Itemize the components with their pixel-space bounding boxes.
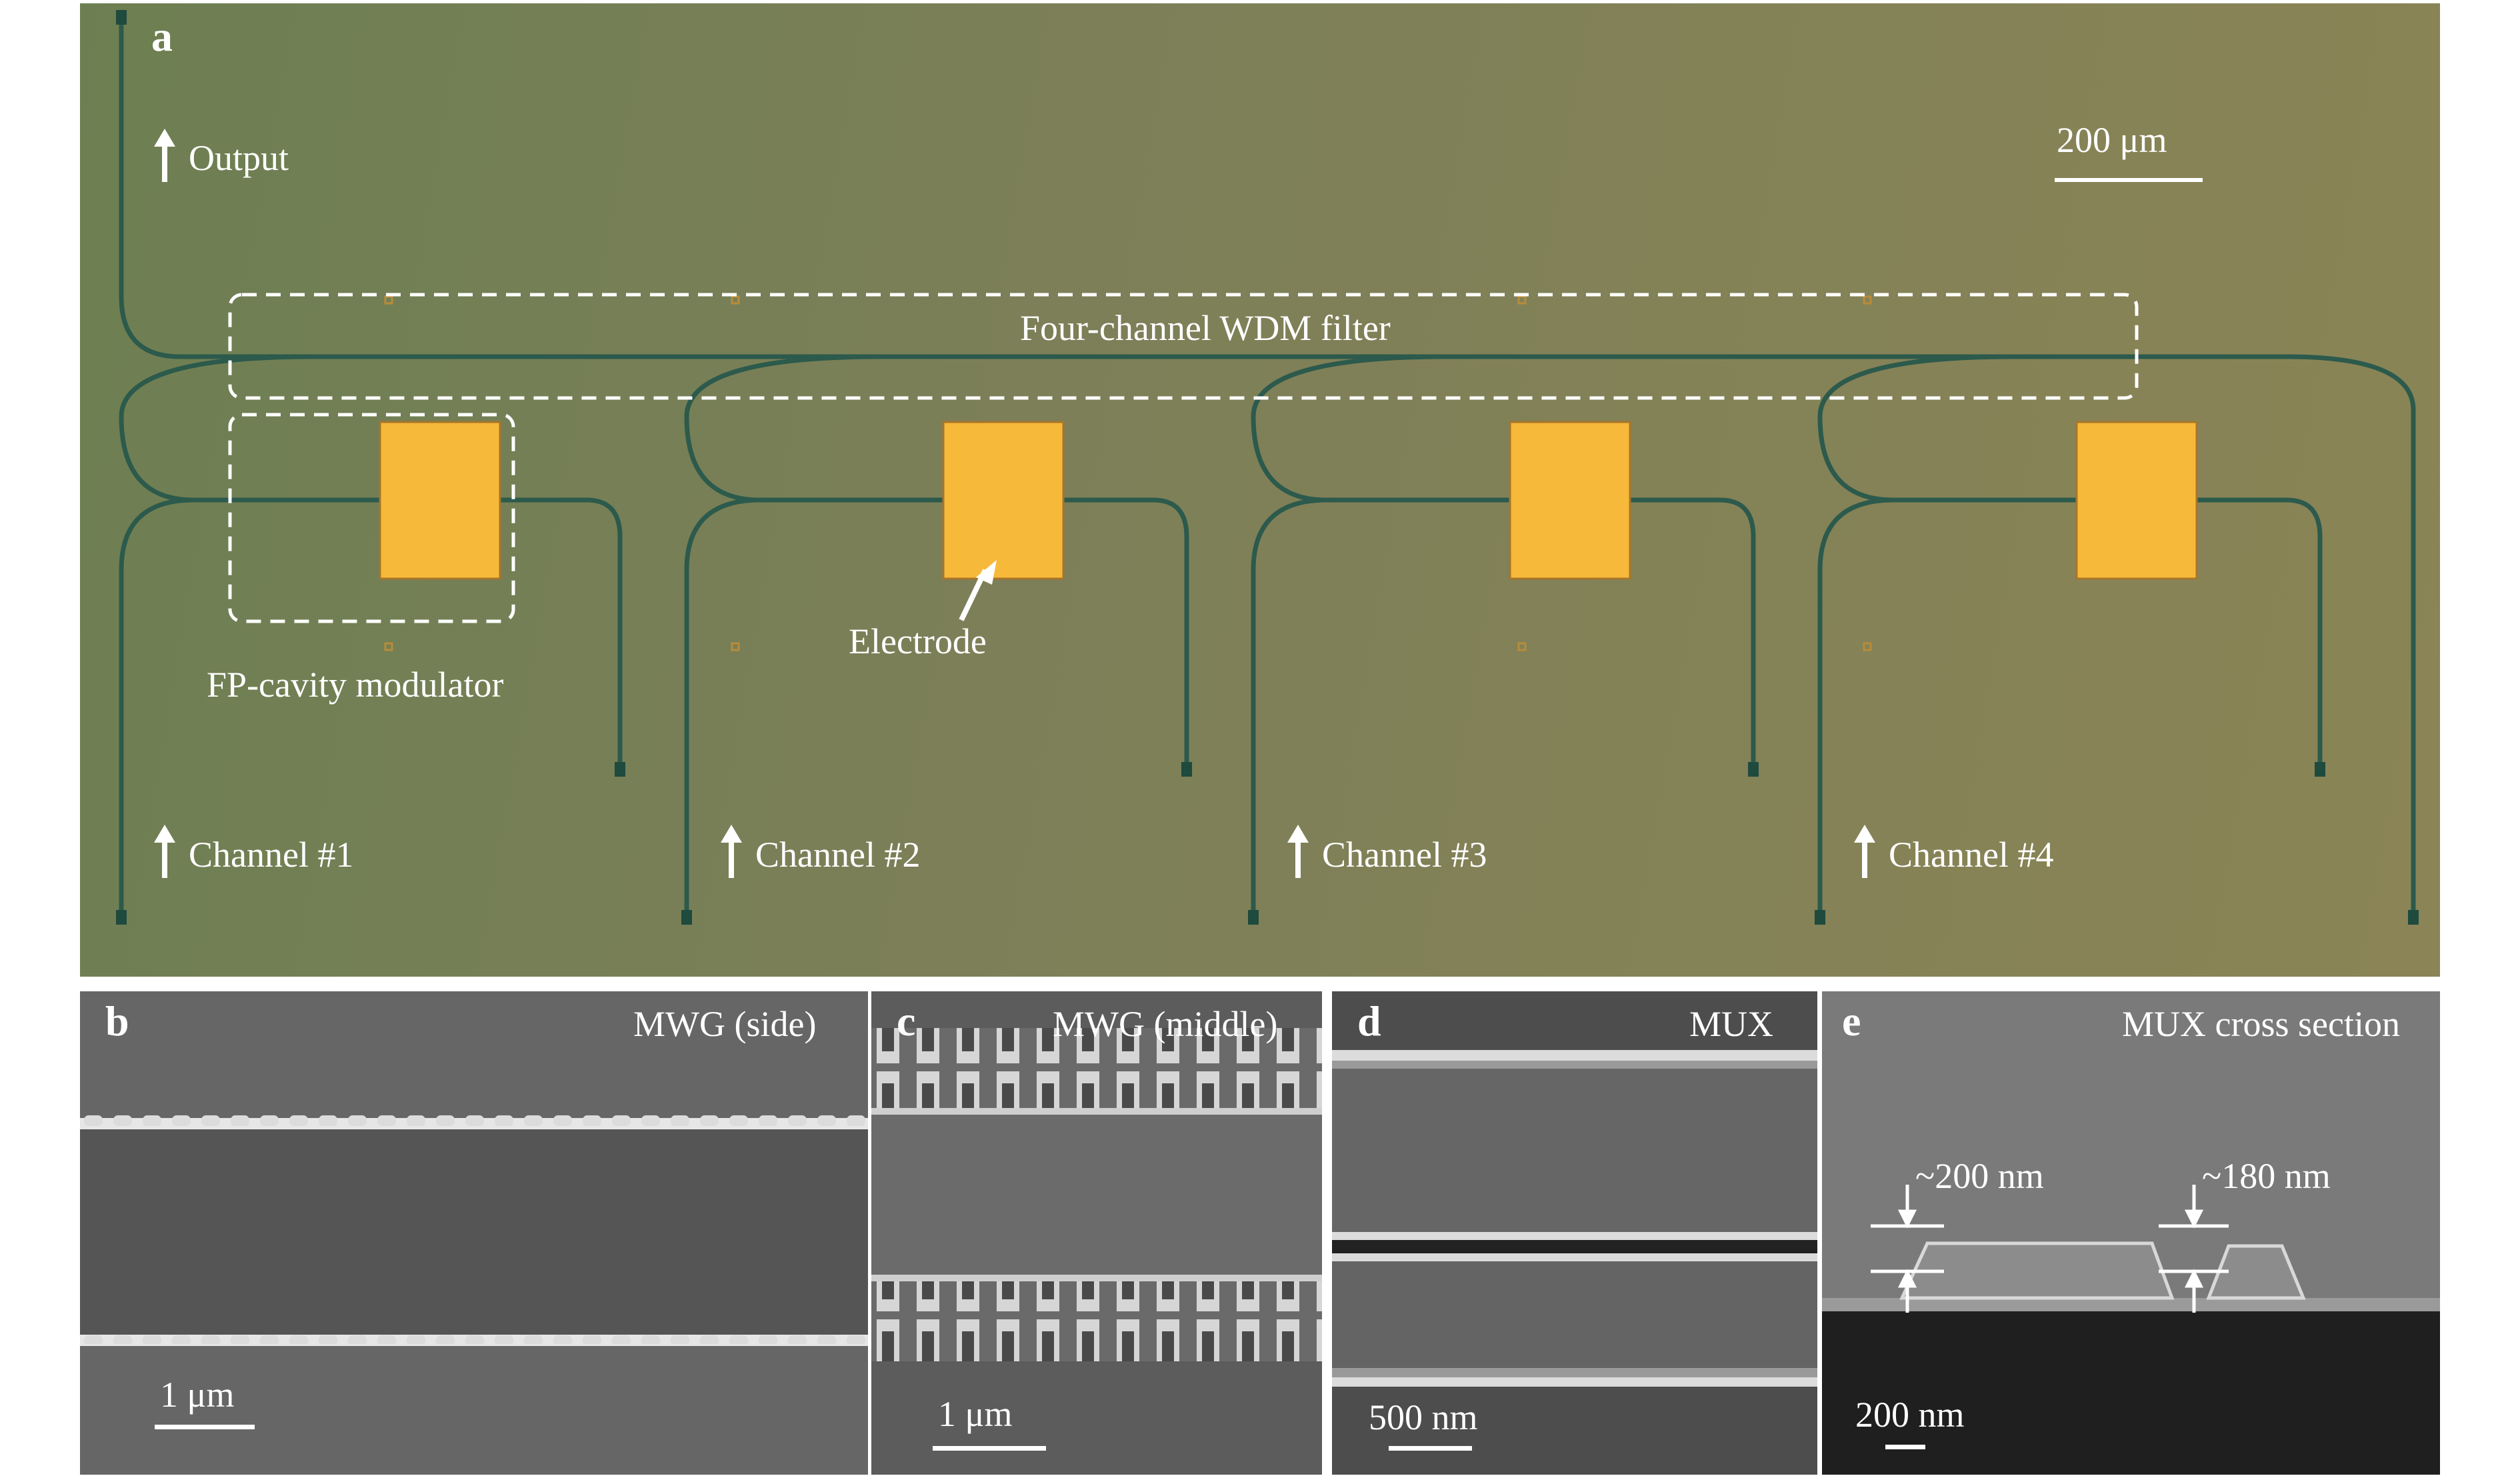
mwg-middle-drawing xyxy=(871,991,1322,1475)
channel-4-input xyxy=(1817,497,1894,923)
panel-d-scale-label: 500 nm xyxy=(1369,1397,1478,1437)
ridge-2 xyxy=(2206,1244,2306,1300)
channel-4-arrow-icon xyxy=(1854,825,1875,878)
output-label: Output xyxy=(189,138,289,178)
panel-c-scale-label: 1 μm xyxy=(938,1394,1013,1434)
panel-a-label: a xyxy=(151,13,173,60)
channel-4-label: Channel #4 xyxy=(1889,835,2054,875)
channel-2-upper-loop xyxy=(684,354,1189,763)
panel-a-chip-micrograph: a Output 200 μm Four-channel WDM filter … xyxy=(80,3,2440,977)
electrode-pads xyxy=(379,421,2198,580)
mux-cross-section-drawing xyxy=(1822,991,2440,1475)
panel-c-scale-bar xyxy=(933,1446,1046,1451)
channel-1-arrow-icon xyxy=(154,825,175,878)
panel-b-label: b xyxy=(105,997,129,1045)
output-arrow-icon xyxy=(154,129,175,182)
channel-1-upper-loop xyxy=(119,354,623,763)
wdm-filter-box xyxy=(228,293,2139,400)
panel-b-sem: b MWG (side) 1 μm xyxy=(80,991,868,1475)
channel-1-input xyxy=(119,497,194,923)
channel-2-label: Channel #2 xyxy=(755,835,921,875)
panel-e-scale-label: 200 nm xyxy=(1855,1395,1965,1435)
channel-3-input xyxy=(1251,497,1327,923)
panel-d-label: d xyxy=(1357,997,1381,1045)
panel-a-scale-bar xyxy=(2055,178,2203,182)
panel-b-scale-bar xyxy=(155,1425,255,1429)
panel-e-sem: e MUX cross section ~200 nm ~180 nm 200 … xyxy=(1822,991,2440,1475)
panel-e-scale-bar xyxy=(1885,1445,1925,1449)
panel-c-label: c xyxy=(897,997,916,1045)
mwg-side-drawing xyxy=(80,991,868,1475)
electrode-pad-2 xyxy=(942,421,1065,580)
electrode-label: Electrode xyxy=(849,621,987,661)
panel-a-scale-label: 200 μm xyxy=(2057,120,2167,160)
electrode-pad-3 xyxy=(1509,421,1631,580)
input-output-arrows xyxy=(154,129,1875,878)
waveguide-network xyxy=(119,11,2416,923)
alignment-marks xyxy=(384,295,1872,651)
ridge-1 xyxy=(1899,1241,2175,1300)
grating-couplers xyxy=(116,10,2419,925)
panel-c-sem: c MWG (middle) 1 μm xyxy=(871,991,1322,1475)
wdm-filter-label: Four-channel WDM filter xyxy=(1020,308,1391,348)
channel-3-arrow-icon xyxy=(1287,825,1309,878)
modulator-box xyxy=(228,413,515,623)
electrode-pad-4 xyxy=(2075,421,2198,580)
panel-e-label: e xyxy=(1842,997,1861,1045)
thickness-label-1: ~200 nm xyxy=(1915,1156,2044,1196)
channel-4-upper-loop xyxy=(1817,354,2323,763)
electrode-pad-1 xyxy=(379,421,501,580)
thickness-label-2: ~180 nm xyxy=(2202,1156,2331,1196)
thickness-markers xyxy=(1871,1185,2229,1313)
channel-1-label: Channel #1 xyxy=(189,835,354,875)
panel-d-scale-bar xyxy=(1389,1446,1472,1451)
mux-drawing xyxy=(1332,991,1817,1475)
channel-2-input xyxy=(684,497,761,923)
panel-b-title: MWG (side) xyxy=(633,1004,817,1044)
electrode-pointer-arrow-icon xyxy=(976,560,997,585)
channel-3-label: Channel #3 xyxy=(1322,835,1487,875)
channel-2-arrow-icon xyxy=(721,825,742,878)
panel-d-sem: d MUX 500 nm xyxy=(1332,991,1817,1475)
panel-c-title: MWG (middle) xyxy=(1053,1004,1278,1044)
chip-layout-drawing xyxy=(116,10,2419,925)
modulator-label: FP-cavity modulator xyxy=(207,665,504,705)
channel-3-upper-loop xyxy=(1251,354,1756,763)
panel-d-title: MUX xyxy=(1689,1004,1774,1044)
panel-b-scale-label: 1 μm xyxy=(160,1375,235,1415)
bus-waveguide xyxy=(119,11,2416,923)
panel-e-title: MUX cross section xyxy=(2122,1004,2400,1044)
